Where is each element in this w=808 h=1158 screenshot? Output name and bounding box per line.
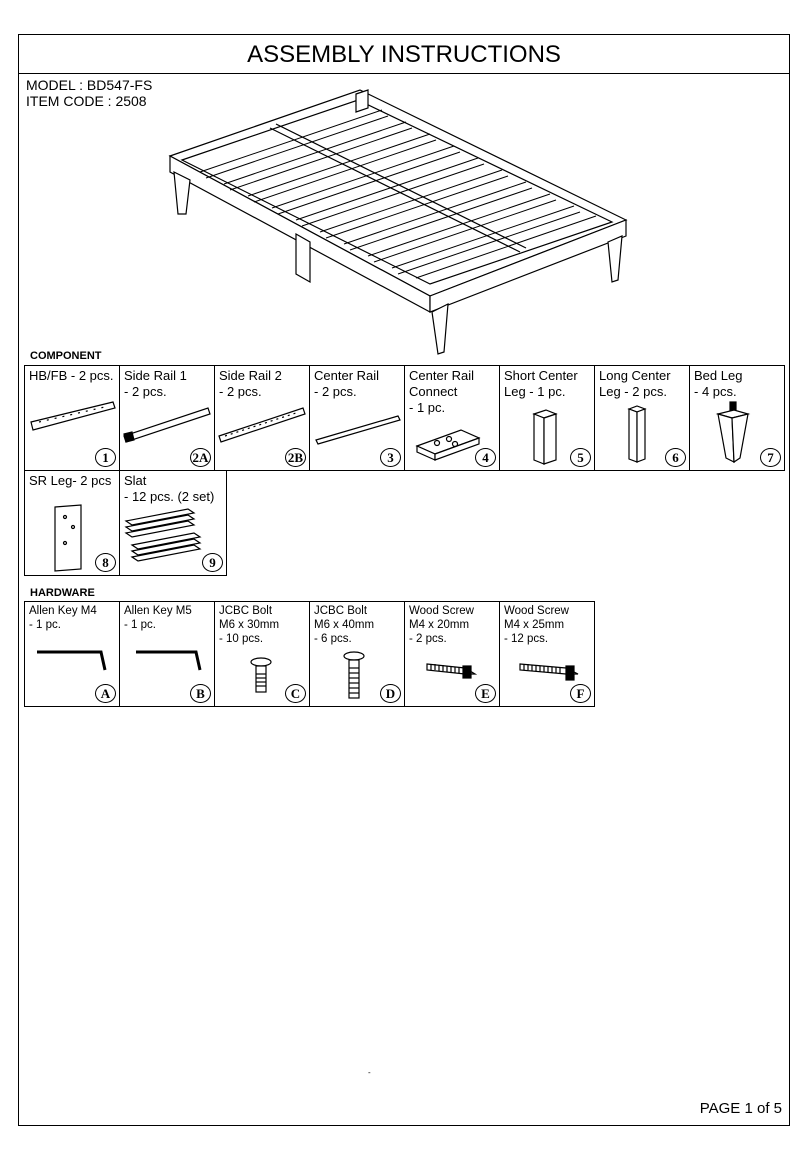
part-number-badge: 5 bbox=[570, 448, 591, 467]
hardware-label: Wood Screw M4 x 20mm - 2 pcs. bbox=[409, 605, 474, 645]
component-hb-fb: HB/FB - 2 pcs. 1 bbox=[24, 365, 120, 471]
short-center-leg-icon bbox=[532, 409, 558, 465]
model-info: MODEL : BD547-FS ITEM CODE : 2508 bbox=[26, 77, 152, 109]
screw-icon bbox=[426, 663, 477, 679]
hardware-label: Allen Key M4 - 1 pc. bbox=[29, 605, 97, 631]
component-bed-leg: Bed Leg - 4 pcs. 7 bbox=[689, 365, 785, 471]
hardware-allen-key-m5: Allen Key M5 - 1 pc. B bbox=[119, 601, 215, 707]
part-number-badge: A bbox=[95, 684, 116, 703]
hardware-jcbc-bolt-40: JCBC Bolt M6 x 40mm - 6 pcs. D bbox=[309, 601, 405, 707]
component-side-rail-2: Side Rail 2 - 2 pcs. 2B bbox=[214, 365, 310, 471]
screw-icon bbox=[519, 663, 579, 681]
part-number-badge: 6 bbox=[665, 448, 686, 467]
component-label: SR Leg- 2 pcs bbox=[29, 473, 112, 488]
part-number-badge: E bbox=[475, 684, 496, 703]
part-number-badge: 3 bbox=[380, 448, 401, 467]
component-center-rail: Center Rail - 2 pcs. 3 bbox=[309, 365, 405, 471]
page-frame bbox=[18, 34, 790, 1126]
center-rail-connect-icon bbox=[415, 429, 481, 461]
part-number-badge: 2B bbox=[285, 448, 306, 467]
hardware-label: Wood Screw M4 x 25mm - 12 pcs. bbox=[504, 605, 569, 645]
component-center-rail-connect: Center Rail Connect - 1 pc. 4 bbox=[404, 365, 500, 471]
footer-mark: - bbox=[368, 1068, 371, 1077]
component-label: Bed Leg - 4 pcs. bbox=[694, 368, 743, 399]
side-rail-2-icon bbox=[218, 407, 306, 443]
component-long-center-leg: Long Center Leg - 2 pcs. 6 bbox=[594, 365, 690, 471]
center-rail-icon bbox=[315, 415, 401, 445]
hardware-wood-screw-20: Wood Screw M4 x 20mm - 2 pcs. E bbox=[404, 601, 500, 707]
component-label: Long Center Leg - 2 pcs. bbox=[599, 368, 671, 399]
component-side-rail-1: Side Rail 1 - 2 pcs. 2A bbox=[119, 365, 215, 471]
component-label: Side Rail 1 - 2 pcs. bbox=[124, 368, 187, 399]
hardware-label: Allen Key M5 - 1 pc. bbox=[124, 605, 192, 631]
component-slat: Slat - 12 pcs. (2 set) 9 bbox=[119, 470, 227, 576]
slat-bundle-icon bbox=[124, 508, 202, 562]
bed-leg-icon bbox=[715, 401, 751, 464]
component-label: Center Rail Connect - 1 pc. bbox=[409, 368, 475, 415]
part-number-badge: 4 bbox=[475, 448, 496, 467]
bolt-icon bbox=[250, 657, 272, 693]
model-line: MODEL : BD547-FS bbox=[26, 77, 153, 93]
part-number-badge: 1 bbox=[95, 448, 116, 467]
bolt-icon bbox=[343, 651, 365, 699]
headboard-icon bbox=[30, 401, 116, 431]
part-number-badge: 8 bbox=[95, 553, 116, 572]
part-number-badge: 2A bbox=[190, 448, 211, 467]
part-number-badge: F bbox=[570, 684, 591, 703]
hardware-label: JCBC Bolt M6 x 30mm - 10 pcs. bbox=[219, 605, 280, 645]
component-short-center-leg: Short Center Leg - 1 pc. 5 bbox=[499, 365, 595, 471]
hardware-allen-key-m4: Allen Key M4 - 1 pc. A bbox=[24, 601, 120, 707]
part-number-badge: 7 bbox=[760, 448, 781, 467]
component-label: Slat - 12 pcs. (2 set) bbox=[124, 473, 215, 504]
allen-key-icon bbox=[37, 650, 107, 671]
part-number-badge: 9 bbox=[202, 553, 223, 572]
sr-leg-icon bbox=[54, 504, 82, 572]
side-rail-1-icon bbox=[123, 407, 211, 443]
component-label: Short Center Leg - 1 pc. bbox=[504, 368, 578, 399]
page-number: PAGE 1 of 5 bbox=[699, 1100, 782, 1117]
part-number-badge: D bbox=[380, 684, 401, 703]
bed-frame-illustration bbox=[168, 89, 628, 355]
component-label: Side Rail 2 - 2 pcs. bbox=[219, 368, 282, 399]
component-sr-leg: SR Leg- 2 pcs 8 bbox=[24, 470, 120, 576]
hardware-jcbc-bolt-30: JCBC Bolt M6 x 30mm - 10 pcs. C bbox=[214, 601, 310, 707]
component-heading: COMPONENT bbox=[30, 350, 102, 362]
page-title: ASSEMBLY INSTRUCTIONS bbox=[18, 34, 790, 74]
long-center-leg-icon bbox=[627, 405, 647, 463]
hardware-heading: HARDWARE bbox=[30, 587, 95, 599]
hardware-wood-screw-25: Wood Screw M4 x 25mm - 12 pcs. F bbox=[499, 601, 595, 707]
component-label: HB/FB - 2 pcs. bbox=[29, 368, 114, 383]
component-label: Center Rail - 2 pcs. bbox=[314, 368, 380, 399]
hardware-label: JCBC Bolt M6 x 40mm - 6 pcs. bbox=[314, 605, 375, 645]
item-code-line: ITEM CODE : 2508 bbox=[26, 93, 147, 109]
allen-key-icon bbox=[136, 650, 202, 671]
part-number-badge: C bbox=[285, 684, 306, 703]
part-number-badge: B bbox=[190, 684, 211, 703]
